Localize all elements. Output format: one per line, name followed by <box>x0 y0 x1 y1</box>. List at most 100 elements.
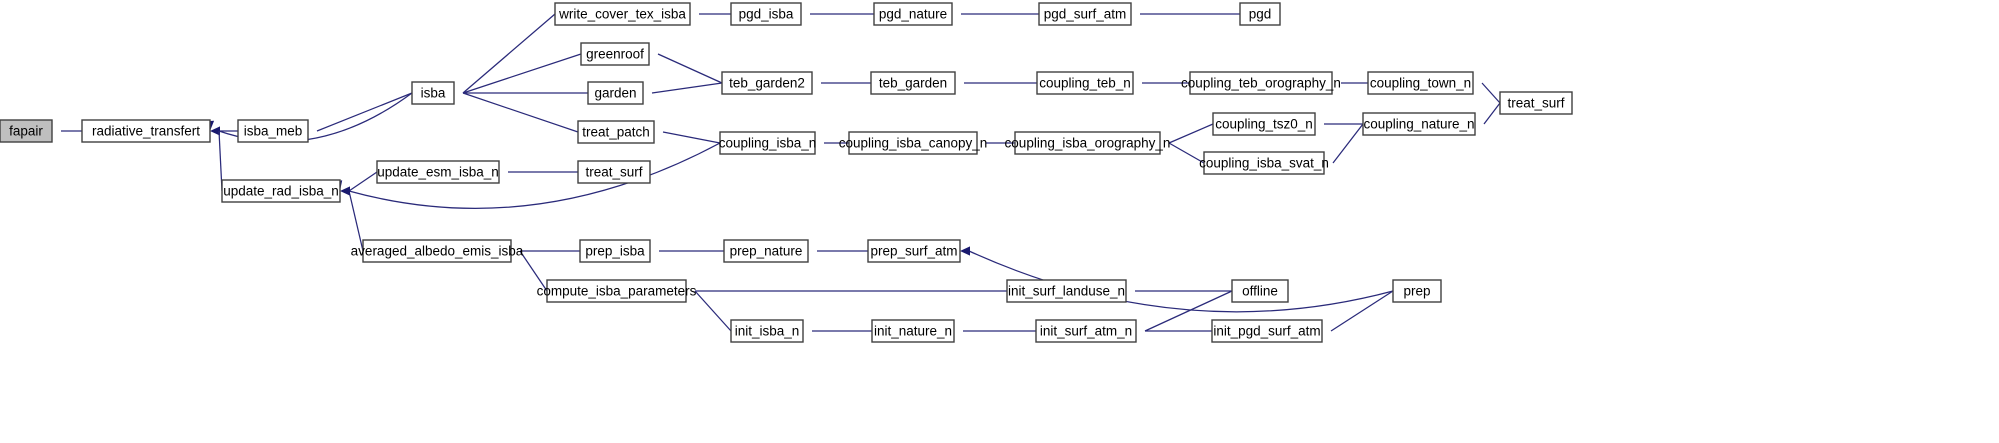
node-label-pgd_nature: pgd_nature <box>879 7 947 22</box>
node-box-init_pgd_surf_atm[interactable] <box>1211 319 1323 343</box>
node-prep[interactable]: prep <box>1392 279 1442 303</box>
node-label-offline: offline <box>1242 284 1278 299</box>
node-init_nature_n[interactable]: init_nature_n <box>871 319 955 343</box>
node-box-averaged_albedo_emis_isba[interactable] <box>362 239 512 263</box>
node-box-offline[interactable] <box>1231 279 1289 303</box>
node-box-isba_meb[interactable] <box>237 119 309 143</box>
edge-isba-to-isba_meb <box>297 92 413 139</box>
node-box-update_rad_isba_n[interactable] <box>221 179 341 203</box>
node-pgd[interactable]: pgd <box>1239 2 1281 26</box>
node-label-coupling_teb_n: coupling_teb_n <box>1039 76 1131 91</box>
node-prep_nature[interactable]: prep_nature <box>723 239 809 263</box>
edge-coupling_isba_n-to-update_rad_isba_n <box>340 142 721 209</box>
node-offline[interactable]: offline <box>1231 279 1289 303</box>
node-box-update_esm_isba_n[interactable] <box>376 160 500 184</box>
node-coupling_nature_n[interactable]: coupling_nature_n <box>1362 112 1476 136</box>
node-box-treat_surf_mid[interactable] <box>577 160 651 184</box>
node-box-fapair[interactable] <box>0 119 53 143</box>
node-label-isba: isba <box>421 86 446 101</box>
node-coupling_tsz0_n[interactable]: coupling_tsz0_n <box>1212 112 1316 136</box>
node-coupling_teb_orography_n[interactable]: coupling_teb_orography_n <box>1181 71 1341 95</box>
node-pgd_nature[interactable]: pgd_nature <box>873 2 953 26</box>
node-box-init_surf_atm_n[interactable] <box>1035 319 1137 343</box>
node-coupling_isba_n[interactable]: coupling_isba_n <box>719 131 817 155</box>
node-label-coupling_isba_orography_n: coupling_isba_orography_n <box>1005 136 1171 151</box>
node-fapair[interactable]: fapair <box>0 119 53 143</box>
node-box-pgd_surf_atm[interactable] <box>1038 2 1132 26</box>
node-label-prep_nature: prep_nature <box>730 244 803 259</box>
node-box-coupling_teb_orography_n[interactable] <box>1189 71 1333 95</box>
node-box-pgd_isba[interactable] <box>730 2 802 26</box>
node-prep_surf_atm[interactable]: prep_surf_atm <box>867 239 961 263</box>
node-coupling_isba_orography_n[interactable]: coupling_isba_orography_n <box>1005 131 1171 155</box>
node-averaged_albedo_emis_isba[interactable]: averaged_albedo_emis_isba <box>351 239 524 263</box>
edge-init_surf_landuse_n-to-compute_isba_parameters <box>676 286 1007 296</box>
node-box-coupling_isba_orography_n[interactable] <box>1014 131 1161 155</box>
node-box-coupling_teb_n[interactable] <box>1036 71 1134 95</box>
node-pgd_surf_atm[interactable]: pgd_surf_atm <box>1038 2 1132 26</box>
node-treat_surf_right[interactable]: treat_surf <box>1499 91 1573 115</box>
node-label-coupling_isba_n: coupling_isba_n <box>719 136 817 151</box>
node-label-coupling_nature_n: coupling_nature_n <box>1363 117 1474 132</box>
node-isba[interactable]: isba <box>411 81 455 105</box>
node-box-coupling_isba_svat_n[interactable] <box>1203 151 1325 175</box>
node-box-garden[interactable] <box>587 81 644 105</box>
node-coupling_town_n[interactable]: coupling_town_n <box>1367 71 1474 95</box>
node-coupling_teb_n[interactable]: coupling_teb_n <box>1036 71 1134 95</box>
node-teb_garden2[interactable]: teb_garden2 <box>721 71 813 95</box>
node-box-init_nature_n[interactable] <box>871 319 955 343</box>
node-box-isba[interactable] <box>411 81 455 105</box>
node-box-pgd_nature[interactable] <box>873 2 953 26</box>
edge-init_pgd_surf_atm-to-init_surf_atm_n <box>1126 326 1212 336</box>
node-label-init_pgd_surf_atm: init_pgd_surf_atm <box>1213 324 1320 339</box>
node-box-prep[interactable] <box>1392 279 1442 303</box>
node-pgd_isba[interactable]: pgd_isba <box>730 2 802 26</box>
node-box-treat_surf_right[interactable] <box>1499 91 1573 115</box>
node-box-greenroof[interactable] <box>580 42 650 66</box>
node-teb_garden[interactable]: teb_garden <box>870 71 956 95</box>
node-box-coupling_nature_n[interactable] <box>1362 112 1476 136</box>
node-prep_isba[interactable]: prep_isba <box>579 239 651 263</box>
node-box-prep_isba[interactable] <box>579 239 651 263</box>
node-box-teb_garden[interactable] <box>870 71 956 95</box>
node-box-coupling_isba_canopy_n[interactable] <box>848 131 978 155</box>
node-init_isba_n[interactable]: init_isba_n <box>730 319 804 343</box>
edge-init_nature_n-to-init_isba_n <box>793 326 872 336</box>
node-box-teb_garden2[interactable] <box>721 71 813 95</box>
edge-prep_nature-to-prep_isba <box>640 246 724 256</box>
node-isba_meb[interactable]: isba_meb <box>237 119 309 143</box>
node-box-coupling_town_n[interactable] <box>1367 71 1474 95</box>
node-box-coupling_tsz0_n[interactable] <box>1212 112 1316 136</box>
node-write_cover_tex_isba[interactable]: write_cover_tex_isba <box>554 2 691 26</box>
node-box-init_isba_n[interactable] <box>730 319 804 343</box>
node-coupling_isba_svat_n[interactable]: coupling_isba_svat_n <box>1199 151 1329 175</box>
node-box-pgd[interactable] <box>1239 2 1281 26</box>
node-init_surf_landuse_n[interactable]: init_surf_landuse_n <box>1006 279 1127 303</box>
edge-pgd_nature-to-pgd_isba <box>791 9 874 19</box>
node-box-write_cover_tex_isba[interactable] <box>554 2 691 26</box>
node-box-compute_isba_parameters[interactable] <box>546 279 687 303</box>
node-layer: fapair radiative_transfert isba_meb update_… <box>0 2 1573 343</box>
node-label-isba_meb: isba_meb <box>244 124 303 139</box>
node-update_esm_isba_n[interactable]: update_esm_isba_n <box>376 160 500 184</box>
node-update_rad_isba_n[interactable]: update_rad_isba_n <box>221 179 341 203</box>
node-box-prep_surf_atm[interactable] <box>867 239 961 263</box>
node-coupling_isba_canopy_n[interactable]: coupling_isba_canopy_n <box>839 131 988 155</box>
node-treat_patch[interactable]: treat_patch <box>577 120 655 144</box>
node-treat_surf_mid[interactable]: treat_surf <box>577 160 651 184</box>
edge-prep-to-prep_surf_atm <box>960 246 1394 313</box>
node-box-prep_nature[interactable] <box>723 239 809 263</box>
node-init_pgd_surf_atm[interactable]: init_pgd_surf_atm <box>1211 319 1323 343</box>
node-garden[interactable]: garden <box>587 81 644 105</box>
node-box-radiative_transfert[interactable] <box>81 119 211 143</box>
node-box-treat_patch[interactable] <box>577 120 655 144</box>
node-init_surf_atm_n[interactable]: init_surf_atm_n <box>1035 319 1137 343</box>
node-box-coupling_isba_n[interactable] <box>719 131 816 155</box>
node-greenroof[interactable]: greenroof <box>580 42 650 66</box>
node-compute_isba_parameters[interactable]: compute_isba_parameters <box>537 279 697 303</box>
node-box-init_surf_landuse_n[interactable] <box>1006 279 1127 303</box>
node-label-init_surf_atm_n: init_surf_atm_n <box>1040 324 1132 339</box>
node-radiative_transfert[interactable]: radiative_transfert <box>81 119 211 143</box>
